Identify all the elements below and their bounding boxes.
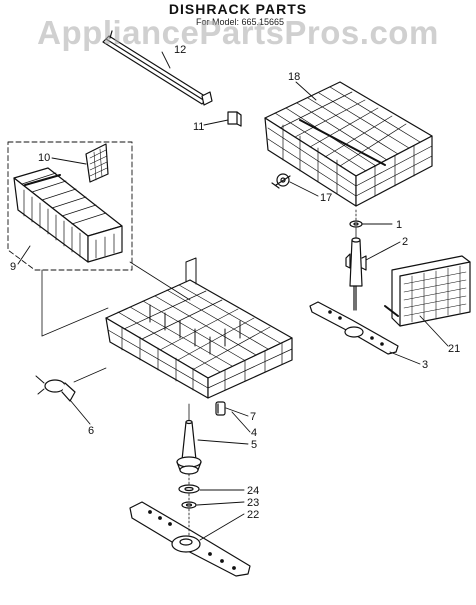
part-seal[interactable] — [181, 501, 197, 509]
part-roller[interactable] — [271, 173, 291, 189]
part-upper-rack[interactable] — [264, 81, 433, 207]
label-2: 2 — [402, 236, 408, 248]
label-6: 6 — [88, 425, 94, 437]
label-21: 21 — [448, 343, 460, 355]
label-1: 1 — [396, 219, 402, 231]
label-7: 7 — [250, 411, 256, 423]
part-side-basket[interactable] — [384, 255, 471, 327]
part-end-cap[interactable] — [35, 375, 76, 402]
part-silverware-flap[interactable] — [85, 143, 109, 183]
part-upper-spray-arm[interactable] — [309, 301, 399, 355]
label-4: 4 — [251, 427, 257, 439]
part-lower-rack[interactable] — [105, 257, 293, 399]
diagram-title: DISHRACK PARTS — [168, 1, 308, 17]
label-12: 12 — [174, 44, 186, 56]
label-23: 24 — [247, 485, 259, 497]
label-18: 18 — [288, 71, 300, 83]
label-24: 23 — [247, 497, 259, 509]
part-rail[interactable] — [102, 30, 213, 106]
model-subtitle: For Model: 665.15665 — [195, 17, 285, 27]
part-silverware-basket-assembly[interactable] — [7, 141, 133, 271]
part-lower-spray-arm[interactable] — [129, 501, 251, 577]
part-upper-spray-tube[interactable] — [345, 237, 367, 311]
label-22: 22 — [247, 509, 259, 521]
label-5: 5 — [251, 439, 257, 451]
label-9: 9 — [10, 261, 16, 273]
part-bearing-ring[interactable] — [349, 220, 363, 228]
label-17: 17 — [320, 192, 332, 204]
label-3: 3 — [422, 359, 428, 371]
part-washer[interactable] — [178, 484, 200, 494]
part-lower-spray-tube[interactable] — [176, 419, 202, 475]
part-labels: 12 11 18 17 10 9 1 2 3 21 6 7 4 5 24 23 … — [10, 44, 460, 521]
part-clip[interactable] — [215, 401, 226, 416]
label-11: 11 — [193, 121, 204, 133]
leader-lines — [17, 51, 449, 541]
label-10: 10 — [38, 152, 50, 164]
part-stop-clip[interactable] — [227, 111, 242, 127]
assembly-lines — [41, 209, 357, 537]
